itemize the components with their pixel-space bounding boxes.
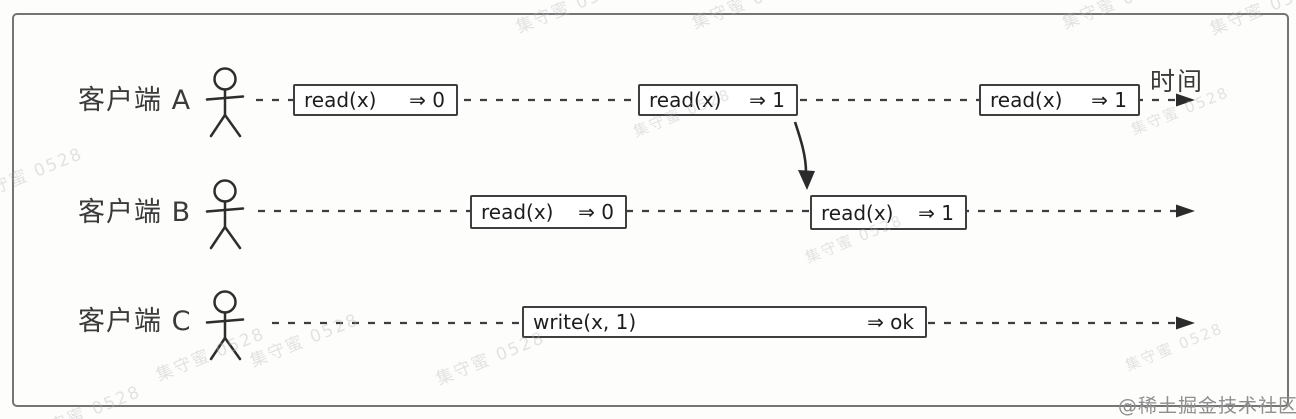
- op-result: ⇒ 0: [409, 88, 445, 112]
- op-name: read(x): [990, 88, 1063, 112]
- op-box-b-read1: read(x) ⇒ 0: [470, 195, 627, 229]
- op-box-a-read2: read(x) ⇒ 1: [638, 84, 798, 116]
- op-name: read(x): [481, 200, 554, 224]
- time-axis-label: 时间: [1150, 67, 1205, 96]
- client-b-label: 客户端 B: [78, 197, 192, 228]
- op-name: read(x): [304, 88, 377, 112]
- op-result: ⇒ 1: [918, 200, 954, 225]
- diagram-border: [12, 13, 1289, 407]
- timeline-arrowhead-b: [1176, 204, 1195, 218]
- op-result: ⇒ 1: [1091, 88, 1127, 112]
- op-box-c-write: write(x, 1) ⇒ ok: [522, 306, 927, 338]
- causality-arrow-head-icon: [798, 170, 815, 190]
- causality-arrow-line: [793, 121, 808, 173]
- op-box-a-read1: read(x) ⇒ 0: [293, 84, 458, 116]
- op-name: read(x): [821, 200, 894, 225]
- person-icon-client-a: [205, 67, 245, 138]
- op-box-b-read2: read(x) ⇒ 1: [810, 195, 967, 230]
- op-result: ⇒ 1: [749, 88, 785, 112]
- op-name: write(x, 1): [533, 310, 637, 334]
- client-c-label: 客户端 C: [78, 306, 192, 337]
- timeline-arrowhead-c: [1176, 316, 1195, 330]
- person-icon-client-b: [205, 179, 245, 250]
- site-credit: @稀土掘金技术社区: [1118, 395, 1296, 417]
- op-result: ⇒ ok: [867, 310, 914, 334]
- person-icon-client-c: [205, 290, 245, 361]
- op-result: ⇒ 0: [578, 200, 614, 224]
- client-a-label: 客户端 A: [78, 85, 192, 116]
- timeline-arrowhead-a: [1176, 93, 1195, 107]
- op-name: read(x): [649, 88, 722, 112]
- op-box-a-read3: read(x) ⇒ 1: [979, 84, 1140, 116]
